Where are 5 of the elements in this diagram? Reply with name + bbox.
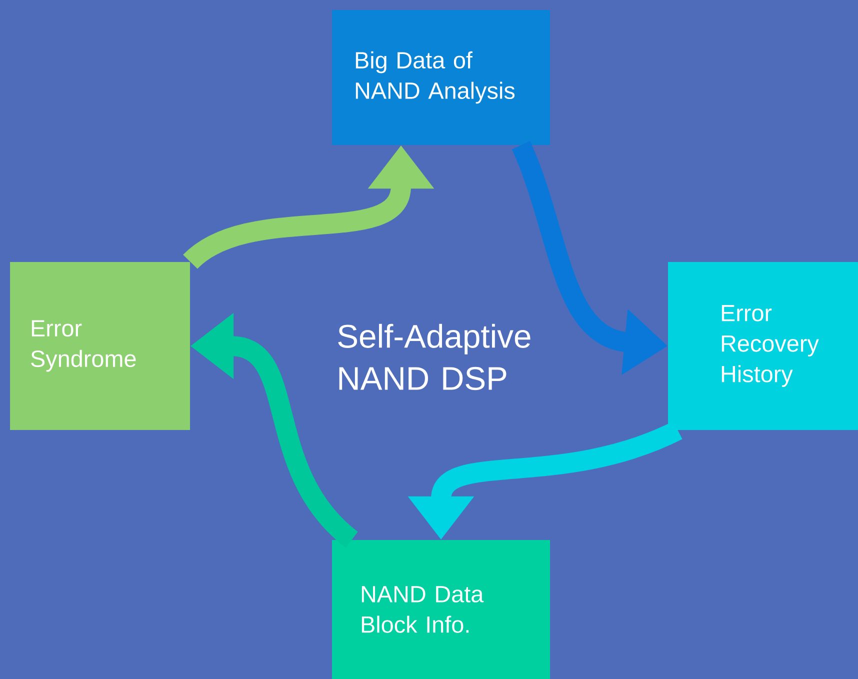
center-title: Self-Adaptive NAND DSP bbox=[338, 324, 530, 390]
process-box: Big Data of NAND Analysis bbox=[332, 10, 550, 145]
process-box: NAND Data Block Info. bbox=[332, 540, 550, 679]
process-box: Error Syndrome bbox=[10, 262, 190, 430]
process-box: Error Recovery History bbox=[668, 262, 858, 430]
